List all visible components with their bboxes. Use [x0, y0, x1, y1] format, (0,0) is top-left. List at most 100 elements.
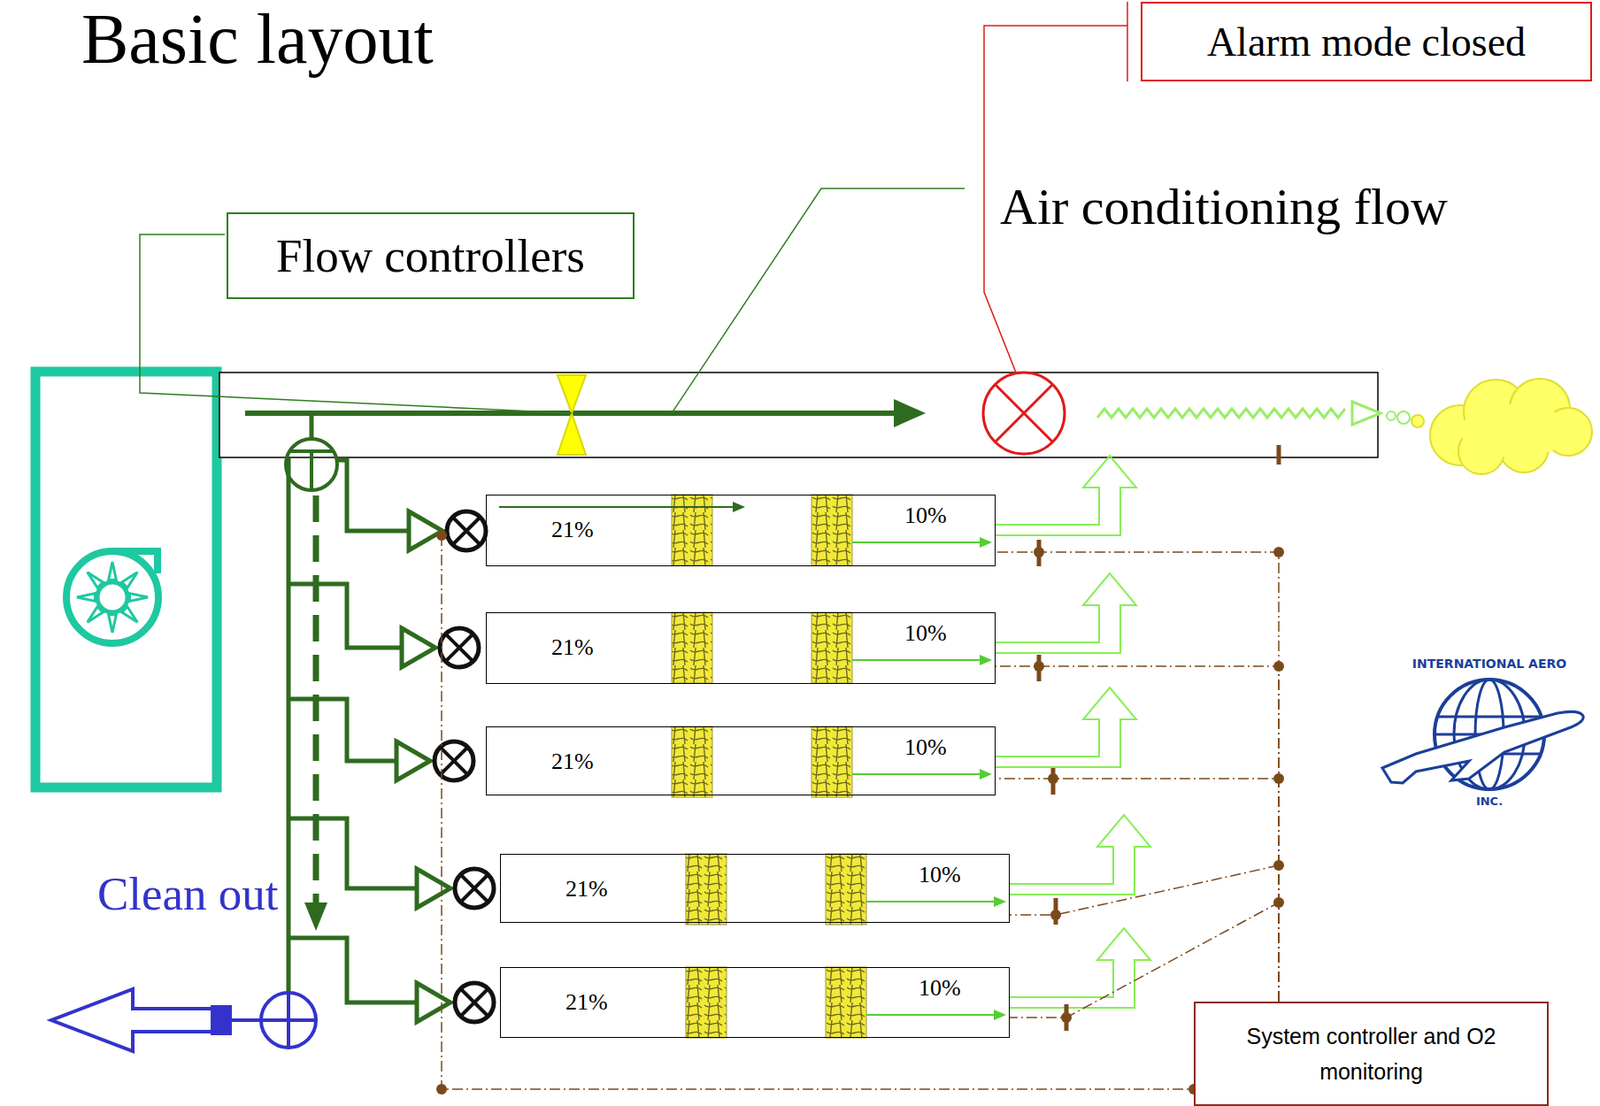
- logo-text: INC.: [1476, 794, 1503, 808]
- fan-symbol: [112, 551, 158, 574]
- fan-symbol: [97, 582, 128, 613]
- shutoff-valve: [440, 517, 488, 1016]
- separator-module-art: [499, 506, 735, 508]
- exhaust-cloud: [1411, 415, 1424, 428]
- control-wiring: [441, 535, 1194, 1090]
- separator-module-art: [685, 928, 1151, 1039]
- supply-manifold: [309, 451, 314, 491]
- box-text: Flow controllers: [276, 229, 585, 283]
- company-logo: [1382, 711, 1584, 784]
- separator-module: 21% 10%: [485, 494, 996, 567]
- concentration-label: 10%: [902, 620, 949, 647]
- supply-manifold: [396, 741, 431, 781]
- concentration-label: 21%: [563, 989, 610, 1016]
- separator-module: 21% 10%: [485, 726, 996, 796]
- alarm-valve: [983, 372, 1065, 454]
- concentration-label: 10%: [916, 861, 963, 889]
- alarm-valve: [995, 384, 1053, 442]
- nitrogen-outflow: [1097, 401, 1410, 425]
- fan-symbol: [66, 551, 159, 644]
- leader-line: [1126, 1, 1129, 82]
- duct-o2-sensor: [1276, 445, 1282, 465]
- clean-out-outlet: [286, 992, 291, 1048]
- fan-housing: [35, 371, 217, 788]
- wiring-junction: [436, 530, 447, 541]
- duct-o2-sensor: [1278, 445, 1280, 465]
- alarm-valve: [995, 384, 1053, 442]
- box-text: System controller and O2 monitoring: [1207, 1018, 1535, 1090]
- company-logo: [1382, 679, 1584, 790]
- flow-label: Air conditioning flow: [1000, 176, 1448, 237]
- concentration-label: 21%: [563, 876, 610, 903]
- box-text: Alarm mode closed: [1207, 18, 1526, 66]
- separator-module-art: [499, 455, 1151, 1039]
- air-flow-arrow: [245, 399, 926, 428]
- controller-box: System controller and O2 monitoring: [1193, 1001, 1549, 1106]
- clean-out-outlet: [51, 989, 316, 1052]
- control-wiring: [441, 535, 1194, 1090]
- concentration-label: 21%: [549, 516, 596, 544]
- manifold-arrowhead: [304, 902, 328, 931]
- separator-module-art: [732, 501, 746, 513]
- fan-symbol: [108, 561, 117, 580]
- clean-out-outlet: [261, 992, 316, 1048]
- nitrogen-outflow: [1097, 408, 1346, 418]
- concentration-label: 10%: [902, 502, 949, 530]
- concentration-label: 21%: [549, 634, 596, 662]
- control-wire: [1009, 902, 1279, 1018]
- supply-manifold: [288, 460, 417, 1003]
- fan-symbol: [76, 593, 95, 602]
- flow-controller-valve: [557, 375, 586, 455]
- fan-symbol: [108, 615, 117, 633]
- exhaust-cloud: [1411, 378, 1593, 475]
- fan-symbol: [87, 572, 104, 589]
- alarm-valve: [983, 372, 1065, 454]
- supply-manifold: [408, 511, 443, 551]
- leader-line: [671, 188, 965, 414]
- concentration-label: 10%: [902, 734, 949, 762]
- flow-controller-valve: [557, 413, 586, 455]
- nitrogen-outflow: [1352, 401, 1381, 425]
- o2-sensor: [1038, 539, 1067, 1031]
- company-logo: [1436, 715, 1543, 719]
- separator-module-art: [671, 455, 1137, 566]
- control-wire: [995, 778, 1279, 1002]
- supply-manifold: [286, 458, 292, 993]
- separator-module: 21% 10%: [485, 612, 996, 685]
- manifold-arrowhead: [304, 902, 328, 931]
- flow-controller-valve: [557, 375, 586, 414]
- nitrogen-outflow: [1386, 411, 1396, 421]
- fan-symbol: [66, 551, 159, 644]
- wiring-junction: [436, 530, 1285, 1095]
- fan-housing: [35, 371, 217, 788]
- separator-module-art: [671, 687, 1137, 798]
- supply-manifold: [416, 983, 451, 1023]
- callout-box: Flow controllers: [226, 212, 635, 300]
- air-duct: [219, 372, 1378, 458]
- diagram-title: Basic layout: [81, 1, 434, 77]
- air-flow-arrow: [893, 399, 926, 428]
- control-wire: [995, 552, 1279, 1002]
- concentration-label: 21%: [549, 748, 596, 776]
- clean-out-outlet: [51, 989, 261, 1052]
- control-wire: [1009, 865, 1279, 1002]
- concentration-label: 10%: [916, 975, 963, 1002]
- supply-manifold: [285, 438, 338, 491]
- supply-manifold: [401, 628, 436, 668]
- wiring-junction: [436, 1084, 447, 1095]
- clean-out-outlet: [212, 1007, 231, 1034]
- separator-module-art: [685, 815, 1151, 925]
- supply-manifold: [416, 869, 451, 908]
- fan-symbol: [87, 607, 104, 624]
- outlet-label: Clean out: [97, 867, 279, 921]
- fan-symbol: [130, 593, 148, 602]
- cloud-fill: [1460, 404, 1570, 458]
- supply-manifold: [285, 413, 451, 1023]
- alarm-callout-box: Alarm mode closed: [1140, 1, 1593, 82]
- nitrogen-outflow: [1397, 411, 1410, 424]
- fan-symbol: [122, 572, 139, 589]
- control-wire: [995, 666, 1279, 1002]
- cloud-fill: [1460, 404, 1570, 458]
